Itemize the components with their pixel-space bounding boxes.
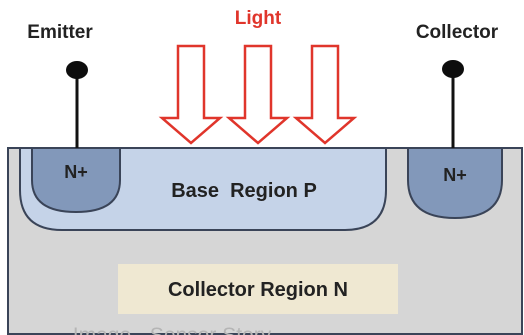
collector-terminal-dot	[442, 60, 464, 78]
base-region-label: Base Region P	[171, 180, 317, 202]
collector-region-label-bg	[118, 264, 398, 314]
collector-n-plus-label: N+	[443, 165, 467, 185]
image-caption: Image - Sensor Story	[73, 324, 272, 335]
emitter-terminal-dot	[66, 61, 88, 79]
collector-region-label: Collector Region N	[168, 279, 348, 301]
light-label: Light	[235, 8, 282, 29]
light-arrow-1	[158, 44, 224, 145]
light-arrow-2	[225, 44, 291, 145]
collector-label: Collector	[416, 22, 499, 43]
light-arrow-3	[292, 44, 358, 145]
emitter-region-label: N+	[64, 162, 88, 182]
emitter-n-plus-well	[31, 147, 121, 214]
collector-n-plus-well	[407, 147, 503, 220]
emitter-label: Emitter	[27, 22, 93, 43]
